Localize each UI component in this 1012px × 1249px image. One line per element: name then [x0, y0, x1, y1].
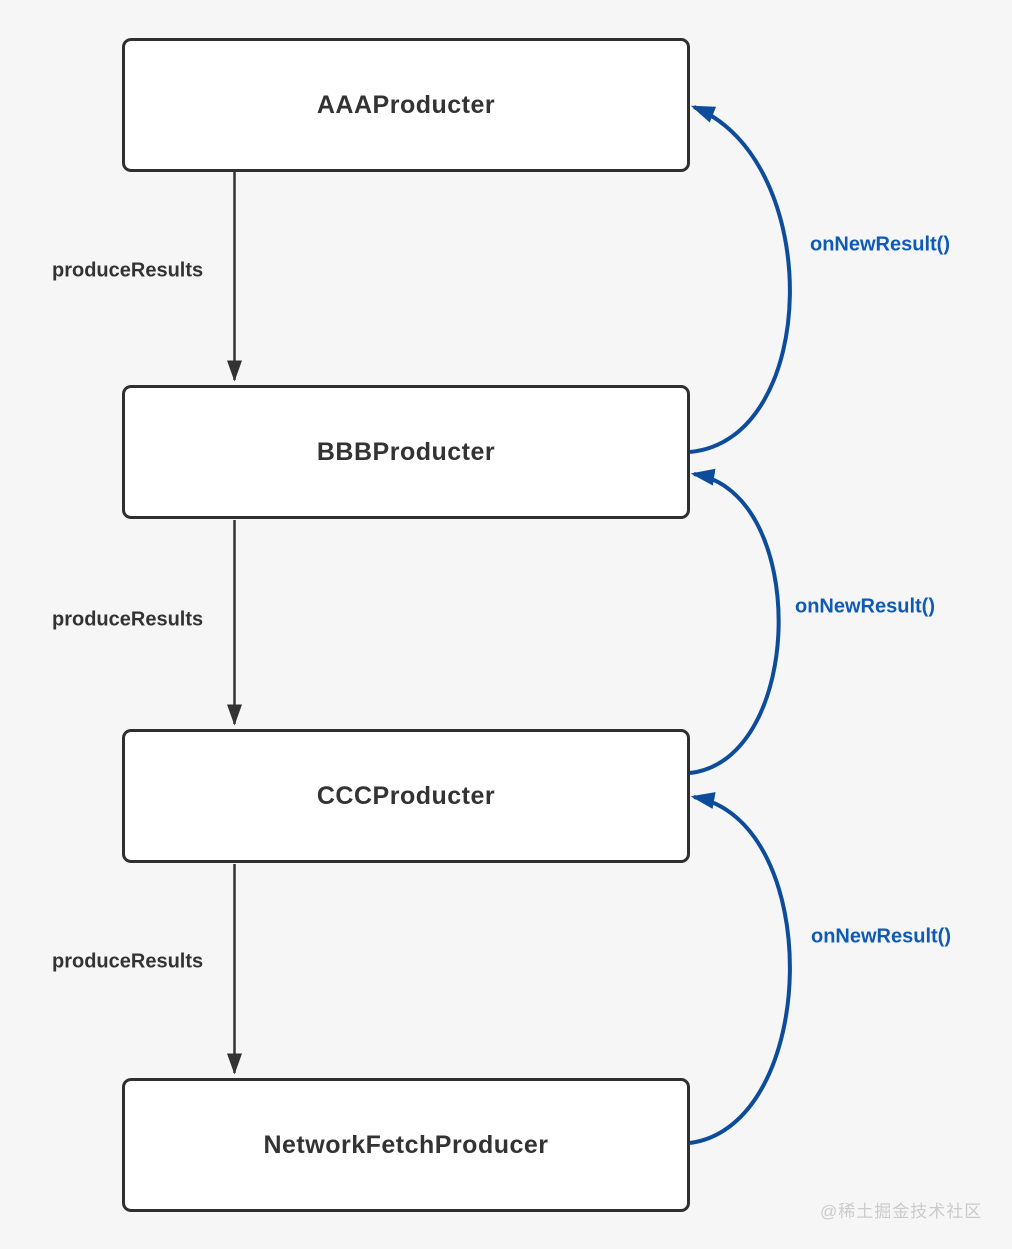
node-aaaproducter: AAAProducter [122, 38, 690, 172]
produce-results-label-1: produceResults [52, 259, 204, 282]
node-cccproducter-label: CCCProducter [316, 781, 496, 810]
callback-curve-bbb-to-aaa [689, 105, 792, 454]
callback-curve-ccc-to-bbb [689, 468, 781, 775]
on-new-result-label-3: onNewResult() [811, 925, 951, 948]
node-bbbproducter: BBBProducter [122, 385, 690, 519]
node-networkfetchproducer: NetworkFetchProducer [122, 1078, 690, 1212]
node-networkfetchproducer-label: NetworkFetchProducer [263, 1130, 549, 1159]
watermark: @稀土掘金技术社区 [820, 1202, 983, 1221]
callback-curve-nfp-to-ccc [689, 792, 792, 1145]
produce-results-label-3: produceResults [52, 950, 204, 973]
node-bbbproducter-label: BBBProducter [316, 437, 496, 466]
produce-results-label-2: produceResults [52, 608, 204, 631]
node-cccproducter: CCCProducter [122, 729, 690, 863]
node-aaaproducter-label: AAAProducter [316, 90, 496, 119]
on-new-result-label-1: onNewResult() [810, 233, 950, 256]
on-new-result-label-2: onNewResult() [795, 595, 935, 618]
